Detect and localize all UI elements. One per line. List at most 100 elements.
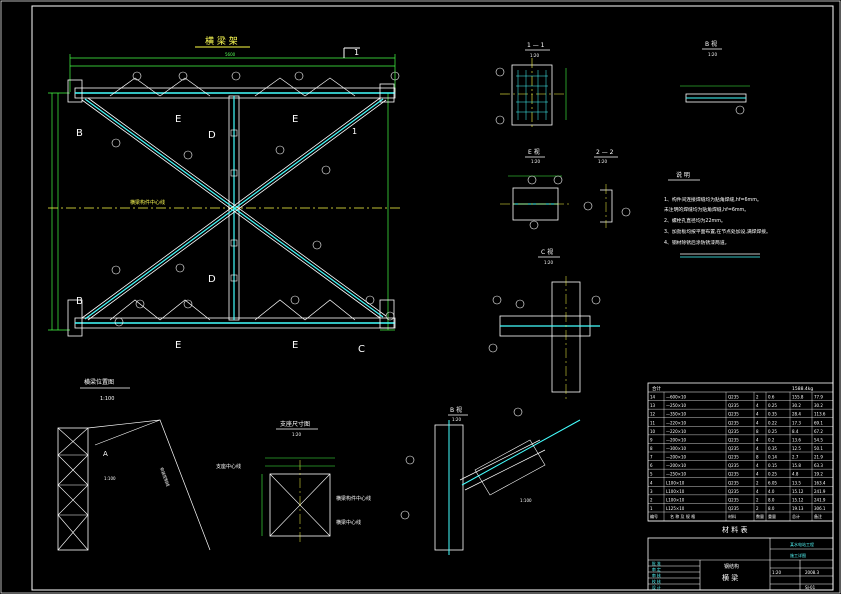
table-cell: —220×10: [666, 420, 687, 425]
note-line-3: 2、螺栓孔直径均为22mm。: [664, 217, 726, 224]
table-cell: 4: [756, 437, 759, 442]
table-cell: 0.35: [768, 446, 777, 451]
dimension-label-3: 横梁中心线: [336, 519, 361, 526]
tb-date: 2008.3: [805, 570, 819, 575]
detail-e: E 视 1:20: [500, 148, 570, 230]
table-cell: 12.5: [792, 446, 801, 451]
label-e-4: E: [292, 340, 298, 351]
table-cell: 28.4: [792, 412, 801, 417]
table-cell: 1: [650, 506, 653, 511]
table-cell: —200×10: [666, 463, 687, 468]
table-cell: 2: [756, 497, 759, 502]
position-view: 横梁位置图 1:100 A 1:100 安装控制线: [57, 378, 211, 551]
table-cell: 15.8: [792, 463, 801, 468]
footer-no: 编号: [650, 513, 658, 519]
tb-drawing-no: SJ-01: [805, 585, 816, 590]
footer-mat: 材料: [728, 513, 736, 519]
table-cell: 50.1: [814, 446, 823, 451]
table-cell: 3: [650, 489, 653, 494]
detail-c-title: C 视: [541, 248, 553, 256]
tb-scale: 1:20: [772, 570, 781, 575]
table-cell: Q235: [728, 412, 739, 417]
table-cell: 54.5: [814, 437, 823, 442]
table-cell: 10: [650, 429, 656, 434]
detail-b-top-title: B 视: [705, 40, 717, 48]
table-cell: 0.35: [768, 412, 777, 417]
table-cell: 9: [650, 437, 653, 442]
table-cell: —200×10: [666, 437, 687, 442]
note-line-2: 未注明的焊缝均为贴角焊缝,hf=6mm。: [664, 206, 749, 213]
table-cell: 0.6: [768, 395, 775, 400]
table-cell: 2.7: [792, 455, 799, 460]
table-cell: —250×10: [666, 472, 687, 477]
table-cell: 163.4: [814, 480, 826, 485]
table-cell: L100×10: [666, 480, 685, 485]
table-cell: 8: [756, 429, 759, 434]
detail-c: C 视 1:20: [488, 248, 601, 400]
material-total-value: 1588.4kg: [792, 386, 813, 392]
table-cell: 0.22: [768, 420, 777, 425]
table-cell: Q235: [728, 429, 739, 434]
position-label-a: A: [103, 450, 108, 458]
table-cell: 4: [756, 420, 759, 425]
table-cell: 306.1: [814, 506, 826, 511]
table-cell: —250×10: [666, 403, 687, 408]
table-cell: 2: [650, 497, 653, 502]
table-cell: 241.9: [814, 497, 826, 502]
table-cell: —220×10: [666, 429, 687, 434]
footer-remark: 备注: [814, 513, 822, 519]
section-2-2: 2 — 2 1:20: [583, 149, 631, 228]
table-cell: 8.4: [792, 429, 799, 434]
note-line-5: 4、钢材除锈后涂防锈漆两道。: [664, 239, 729, 246]
table-cell: Q235: [728, 463, 739, 468]
table-cell: 0.14: [768, 455, 777, 460]
tb-label-5: 设 计: [652, 585, 661, 590]
table-cell: Q235: [728, 446, 739, 451]
section-mark-2: 1: [352, 127, 357, 136]
table-cell: 4: [650, 480, 653, 485]
inner-border: [31, 5, 834, 591]
tb-label-1: 批 准: [652, 561, 661, 566]
section-22-scale: 1:20: [598, 159, 607, 164]
label-d-2: D: [208, 274, 216, 285]
label-e-3: E: [175, 340, 181, 351]
table-cell: Q235: [728, 489, 739, 494]
svg-text:5600: 5600: [225, 52, 236, 57]
detail-e-title: E 视: [528, 148, 540, 156]
table-cell: 17.3: [792, 420, 801, 425]
dimension-label-1: 支座中心线: [216, 463, 241, 470]
table-cell: 155.8: [792, 395, 804, 400]
table-cell: 0.15: [768, 463, 777, 468]
table-cell: 4: [756, 463, 759, 468]
table-cell: 4.8: [792, 472, 799, 477]
table-cell: —600×10: [666, 395, 687, 400]
table-cell: 4: [756, 489, 759, 494]
table-cell: 6: [650, 463, 653, 468]
table-cell: L125×10: [666, 506, 685, 511]
table-cell: 30.2: [814, 403, 823, 408]
label-e-1: E: [175, 114, 181, 125]
table-cell: 13.6: [792, 437, 801, 442]
position-note: 安装控制线: [159, 466, 171, 487]
section-mark-1: 1: [354, 48, 359, 57]
position-slope: 1:100: [104, 476, 116, 481]
tb-label-3: 审 核: [652, 573, 661, 578]
table-cell: 2: [756, 480, 759, 485]
table-cell: 241.9: [814, 489, 826, 494]
label-c-1: C: [358, 344, 365, 355]
table-cell: 63.3: [814, 463, 823, 468]
table-cell: 12: [650, 412, 656, 417]
table-cell: 8: [650, 446, 653, 451]
table-cell: 0.25: [768, 472, 777, 477]
section-11-scale: 1:20: [530, 53, 539, 58]
table-cell: 11: [650, 420, 656, 425]
label-d-1: D: [208, 130, 216, 141]
table-cell: 8: [756, 455, 759, 460]
detail-b-bottom-slope: 1:100: [520, 498, 532, 503]
title-block: 某水电站工程 施工详图 批 准 审 定 审 核 校 核 设 计 钢结构 横 梁 …: [647, 537, 834, 591]
table-cell: Q235: [728, 472, 739, 477]
detail-b-top: B 视 1:20: [680, 40, 750, 115]
footer-name: 名 称 及 规 格: [670, 513, 695, 519]
